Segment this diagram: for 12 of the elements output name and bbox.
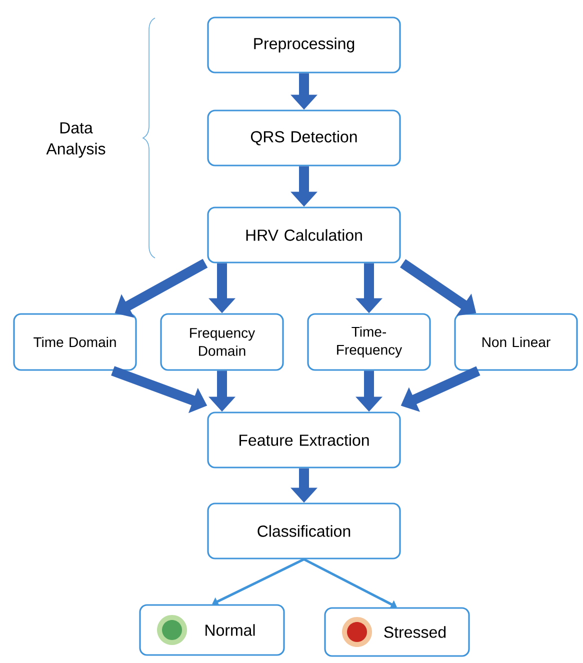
process-box: Time Domain bbox=[13, 313, 137, 371]
process-box: Non Linear bbox=[454, 313, 578, 371]
process-box: Classification bbox=[207, 502, 401, 560]
process-box: Frequency Domain bbox=[160, 313, 284, 371]
process-box: Time- Frequency bbox=[307, 313, 431, 371]
process-box: Feature Extraction bbox=[207, 412, 401, 468]
process-box: Preprocessing bbox=[207, 16, 401, 74]
process-box: Normal bbox=[139, 604, 285, 656]
process-box: HRV Calculation bbox=[207, 206, 401, 264]
side-label: Data Analysis bbox=[46, 122, 106, 158]
arrow bbox=[212, 558, 305, 606]
process-box: QRS Detection bbox=[207, 110, 401, 166]
